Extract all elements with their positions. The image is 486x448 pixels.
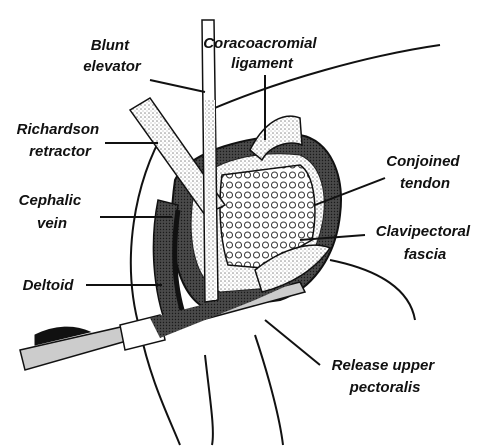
label-richardson-retractor: Richardson retractor — [17, 121, 104, 160]
blunt-elevator — [202, 20, 218, 302]
label-cephalic-vein: Cephalic vein — [19, 192, 86, 232]
label-clavipectoral-fascia: Clavipectoral fascia — [376, 223, 474, 263]
label-release-upper-pectoralis: Release upper pectoralis — [332, 357, 439, 396]
label-deltoid: Deltoid — [23, 277, 75, 294]
label-coracoacromial-ligament: Coracoacromial ligament — [203, 35, 321, 72]
label-blunt-elevator: Blunt elevator — [83, 37, 142, 75]
label-conjoined-tendon: Conjoined tendon — [386, 153, 464, 192]
